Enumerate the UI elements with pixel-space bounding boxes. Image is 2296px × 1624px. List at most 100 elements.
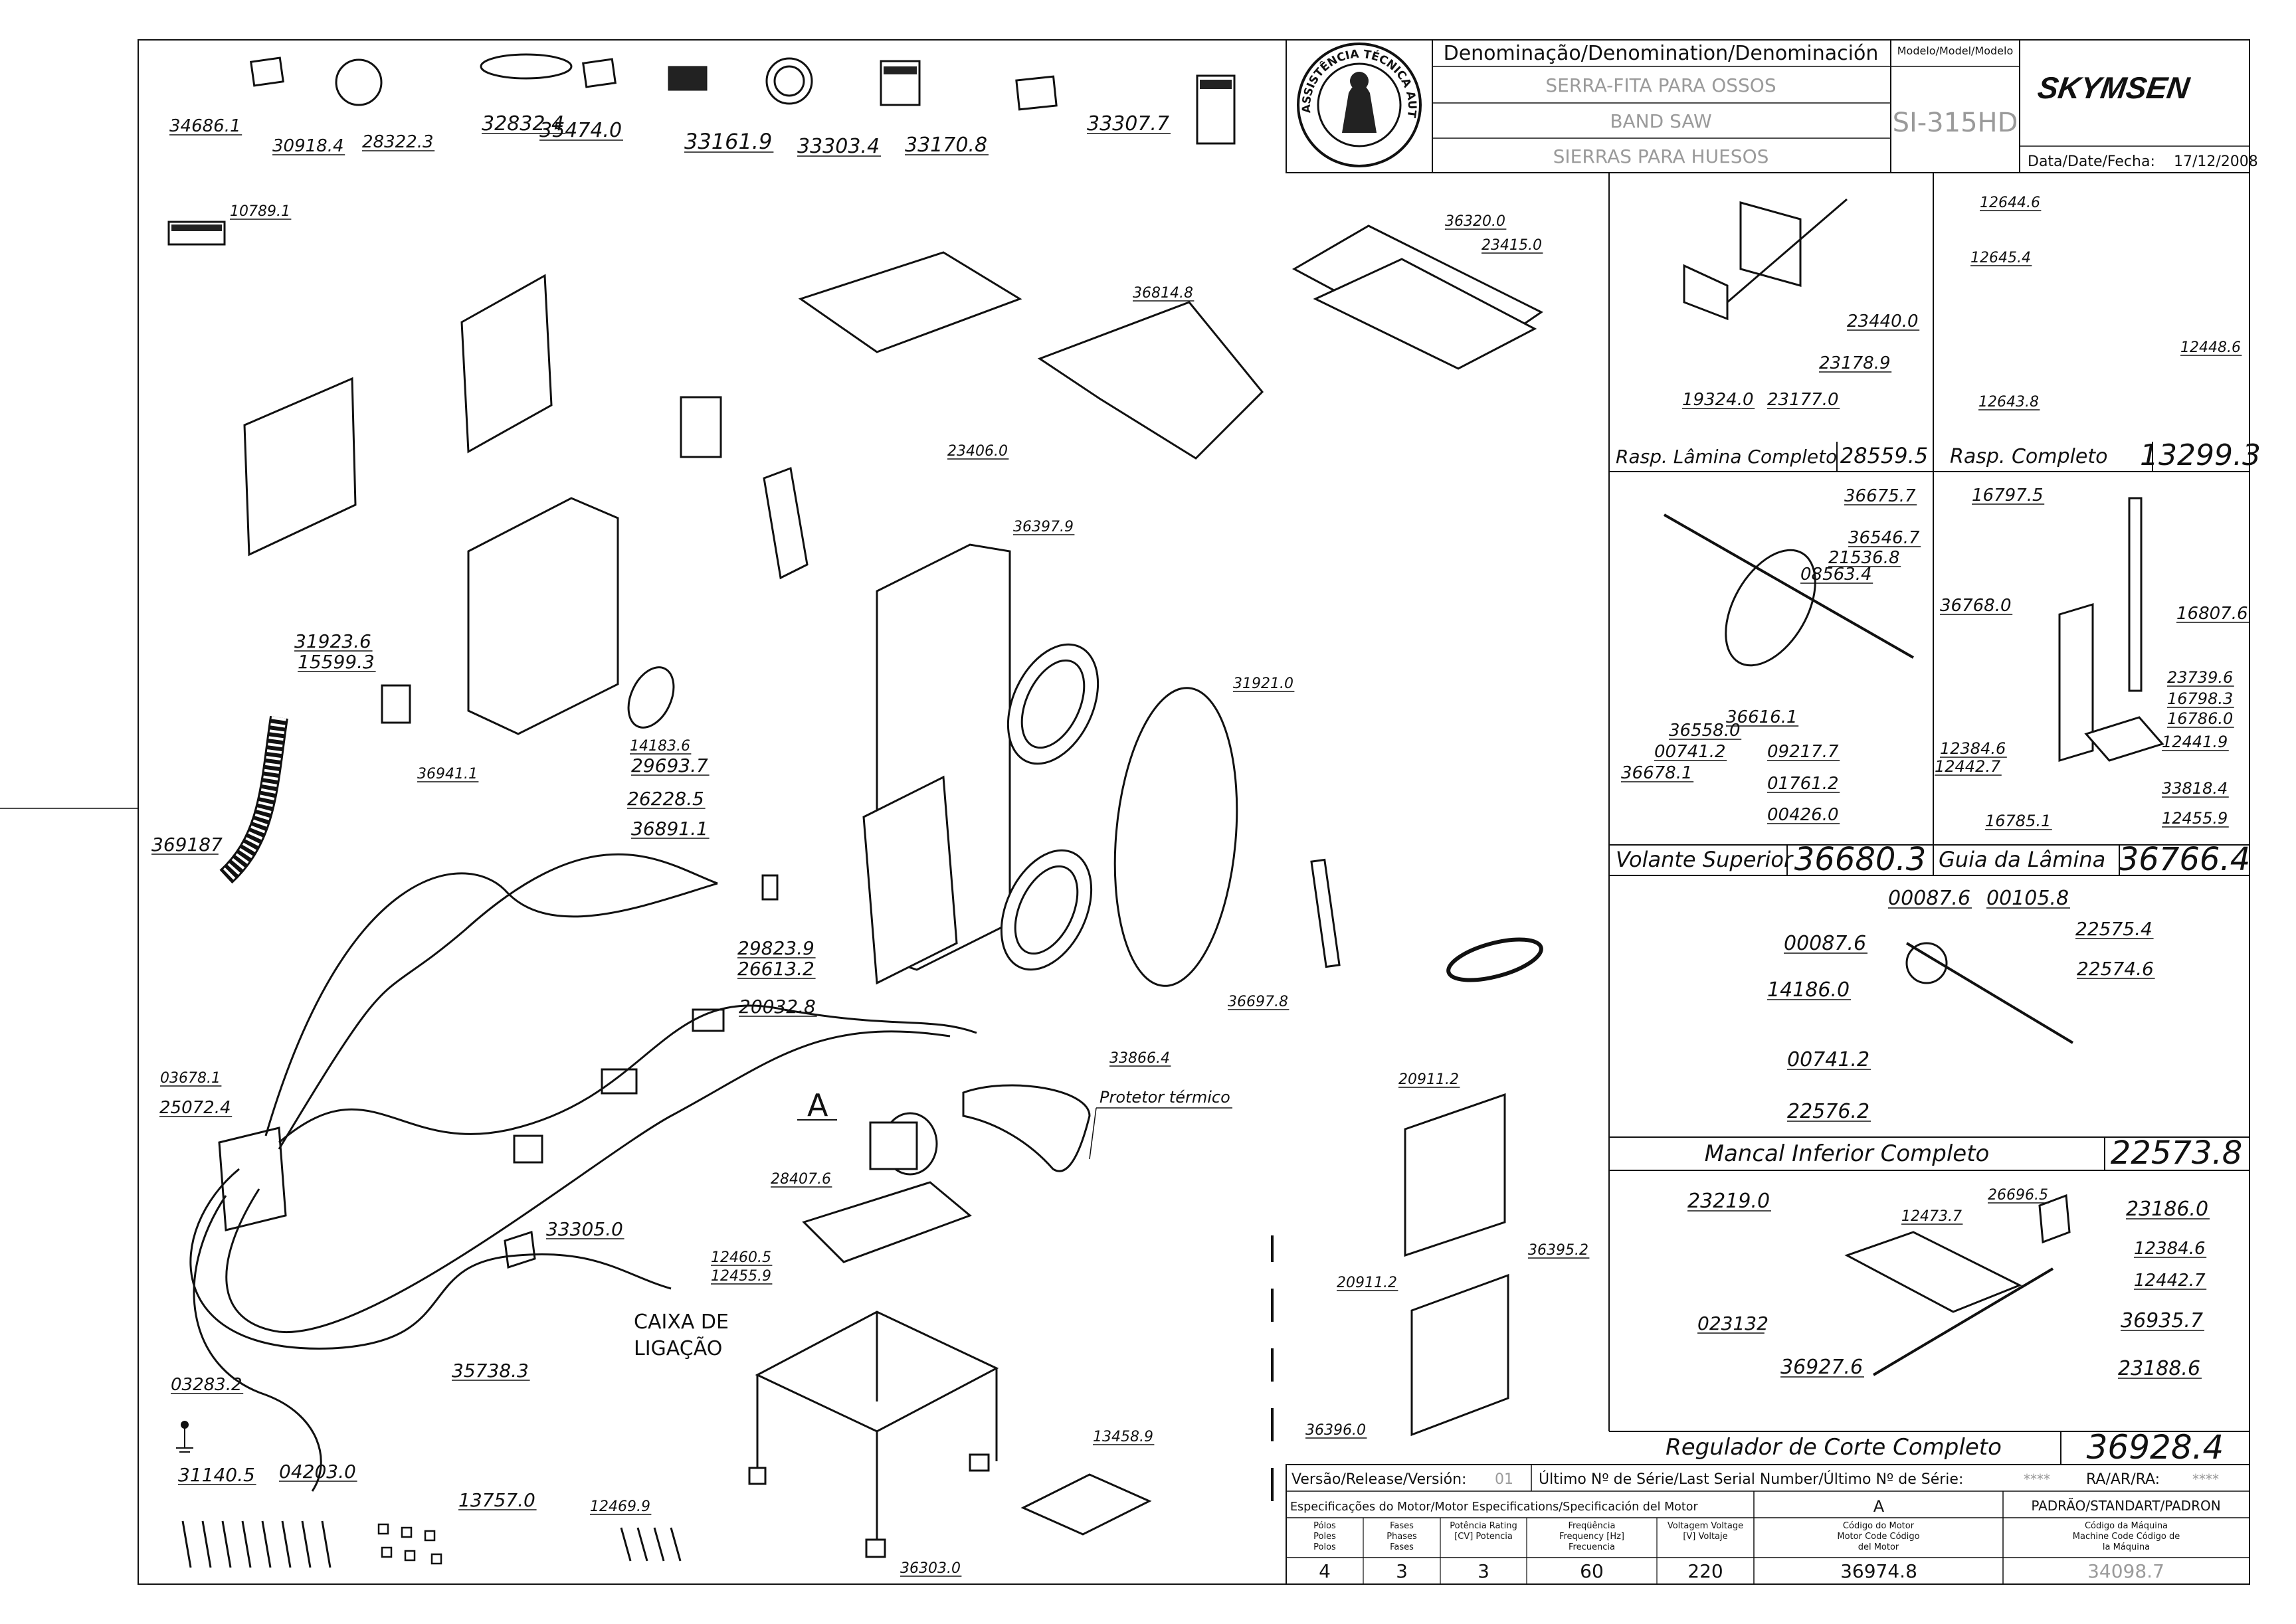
serial-value: **** (2024, 1471, 2050, 1487)
part-code-label: 19324.0 (1682, 390, 1754, 410)
part-code-label: 12384.6 (1940, 739, 2006, 758)
part-code-label: 23178.9 (1819, 353, 1891, 373)
junction-box-label-line2: LIGAÇÃO (634, 1336, 722, 1360)
part-graphics (167, 53, 2164, 1568)
ra-value: **** (2192, 1471, 2219, 1487)
date-label: Data/Date/Fecha: (2028, 153, 2155, 170)
panel-titles: Rasp. Lâmina Completo 28559.5 Rasp. Comp… (1616, 438, 2261, 1467)
part-code-label: 23219.0 (1687, 1190, 1770, 1213)
part-code-label: 10789.1 (230, 203, 290, 220)
part-code-label: 36558.0 (1669, 721, 1741, 741)
part-code-label: 33818.4 (2162, 779, 2228, 798)
part-code-label: 00087.6 (1784, 932, 1866, 955)
part-code-label: 22574.6 (2077, 958, 2154, 980)
panel-lower-bearing-code: 22573.8 (2111, 1134, 2243, 1172)
part-code-label: 12473.7 (1901, 1208, 1962, 1225)
part-code-label: 16807.6 (2176, 604, 2248, 624)
part-code-label: 20911.2 (1398, 1071, 1459, 1088)
col-voltage-header: Voltagem Voltage [V] Voltaje (1668, 1521, 1743, 1542)
part-code-label: 33866.4 (1109, 1050, 1170, 1067)
brand-logo: SKYMSEN (2036, 70, 2192, 105)
part-code-label: 36397.9 (1013, 519, 1074, 535)
part-code-label: 00741.2 (1787, 1048, 1869, 1071)
part-code-label: 36395.2 (1528, 1242, 1588, 1259)
part-code-label: 12384.6 (2134, 1239, 2206, 1259)
part-code-label: 03283.2 (171, 1375, 242, 1395)
part-code-label: 23188.6 (2118, 1357, 2200, 1380)
col-frequency-header: Freqüência Frequency [Hz] Frecuencia (1559, 1521, 1624, 1552)
part-code-label: 26228.5 (627, 788, 704, 810)
panel-blade-guide-title: Guia da Lâmina (1939, 847, 2105, 872)
panel-scraper-code: 13299.3 (2140, 438, 2261, 472)
phases-value: 3 (1396, 1560, 1408, 1582)
part-code-label: 36396.0 (1305, 1422, 1366, 1439)
part-code-label: 36678.1 (1621, 763, 1693, 783)
part-code-label: 26696.5 (1988, 1187, 2048, 1204)
part-code-label: 12441.9 (2162, 733, 2228, 751)
part-code-label: 33161.9 (684, 129, 772, 154)
part-code-label: 04203.0 (279, 1461, 356, 1483)
part-code-label: 12645.4 (1970, 250, 2031, 266)
part-code-label: 09217.7 (1767, 742, 1839, 762)
part-code-label: 01761.2 (1767, 774, 1839, 794)
part-code-label: 20032.8 (739, 996, 816, 1018)
part-code-label: 22575.4 (2075, 918, 2152, 940)
part-code-label: 12455.9 (711, 1268, 771, 1285)
panel-scraper-blade-title: Rasp. Lâmina Completo (1616, 446, 1837, 468)
part-code-label: 36616.1 (1726, 707, 1798, 727)
frequency-value: 60 (1580, 1560, 1604, 1582)
part-code-label: 16786.0 (2167, 709, 2233, 728)
panel-cut-regulator-code: 36928.4 (2087, 1428, 2224, 1467)
part-code-label: 23440.0 (1847, 312, 1919, 331)
part-code-label: 36891.1 (631, 818, 708, 840)
part-code-label: 33307.7 (1087, 112, 1169, 135)
power-value: 3 (1478, 1560, 1489, 1582)
part-code-label: 35474.0 (539, 119, 622, 142)
part-code-label: 23415.0 (1482, 237, 1542, 254)
part-code-label: 36675.7 (1844, 486, 1916, 506)
motor-letter: A (1873, 1497, 1885, 1516)
part-code-label: 30918.4 (272, 136, 344, 156)
version-value: 01 (1495, 1471, 1513, 1488)
version-label: Versão/Release/Versión: (1292, 1471, 1466, 1488)
part-code-label: 36941.1 (417, 766, 478, 782)
part-code-label: 31140.5 (178, 1464, 255, 1486)
part-code-label: 35738.3 (452, 1360, 529, 1382)
voltage-value: 220 (1687, 1560, 1723, 1582)
part-code-label: 32832.4 (482, 112, 564, 135)
date-value: 17/12/2008 (2174, 153, 2258, 170)
part-code-label: 31921.0 (1233, 676, 1293, 692)
col-power-header: Potência Rating [CV] Potencia (1450, 1521, 1517, 1542)
part-code-label: 34686.1 (169, 116, 241, 136)
part-code-label: 36814.8 (1133, 285, 1193, 302)
part-code-label: 14186.0 (1767, 978, 1850, 1002)
part-code-label: 36927.6 (1780, 1356, 1863, 1379)
part-code-label: 12460.5 (711, 1249, 771, 1266)
part-code-label: 00426.0 (1767, 805, 1839, 825)
part-code-label: 36697.8 (1228, 994, 1288, 1010)
part-code-label: 36546.7 (1848, 528, 1920, 548)
part-code-label: 25072.4 (159, 1098, 231, 1118)
part-code-label: 21536.8 (1828, 548, 1900, 568)
part-code-label: 36320.0 (1445, 213, 1505, 230)
motor-spec-label: Especificações do Motor/Motor Especifica… (1290, 1500, 1698, 1514)
machine-code-value: 34098.7 (2087, 1560, 2164, 1582)
model-header: Modelo/Model/Modelo (1897, 45, 2013, 57)
part-code-label: 15599.3 (298, 651, 375, 673)
part-code-label: 16785.1 (1985, 812, 2051, 830)
motor-section-label: A (807, 1087, 828, 1123)
model-number: SI-315HD (1893, 108, 2018, 138)
product-name-pt: SERRA-FITA PARA OSSOS (1545, 74, 1776, 96)
col-motor-code-header: Código do Motor Motor Code Código del Mo… (1837, 1521, 1919, 1552)
part-code-label: 23739.6 (2167, 668, 2233, 687)
junction-box-label-line1: CAIXA DE (634, 1310, 729, 1334)
part-code-label: 12643.8 (1978, 394, 2039, 410)
part-code-label: 28407.6 (771, 1171, 831, 1188)
product-name-es: SIERRAS PARA HUESOS (1553, 145, 1769, 167)
part-code-label: 00105.8 (1986, 887, 2069, 910)
part-code-label: 29693.7 (631, 755, 708, 776)
denomination-header: Denominação/Denomination/Denominación (1444, 42, 1879, 65)
panel-cut-regulator-title: Regulador de Corte Completo (1666, 1434, 2002, 1461)
part-code-label: 22576.2 (1787, 1100, 1869, 1123)
